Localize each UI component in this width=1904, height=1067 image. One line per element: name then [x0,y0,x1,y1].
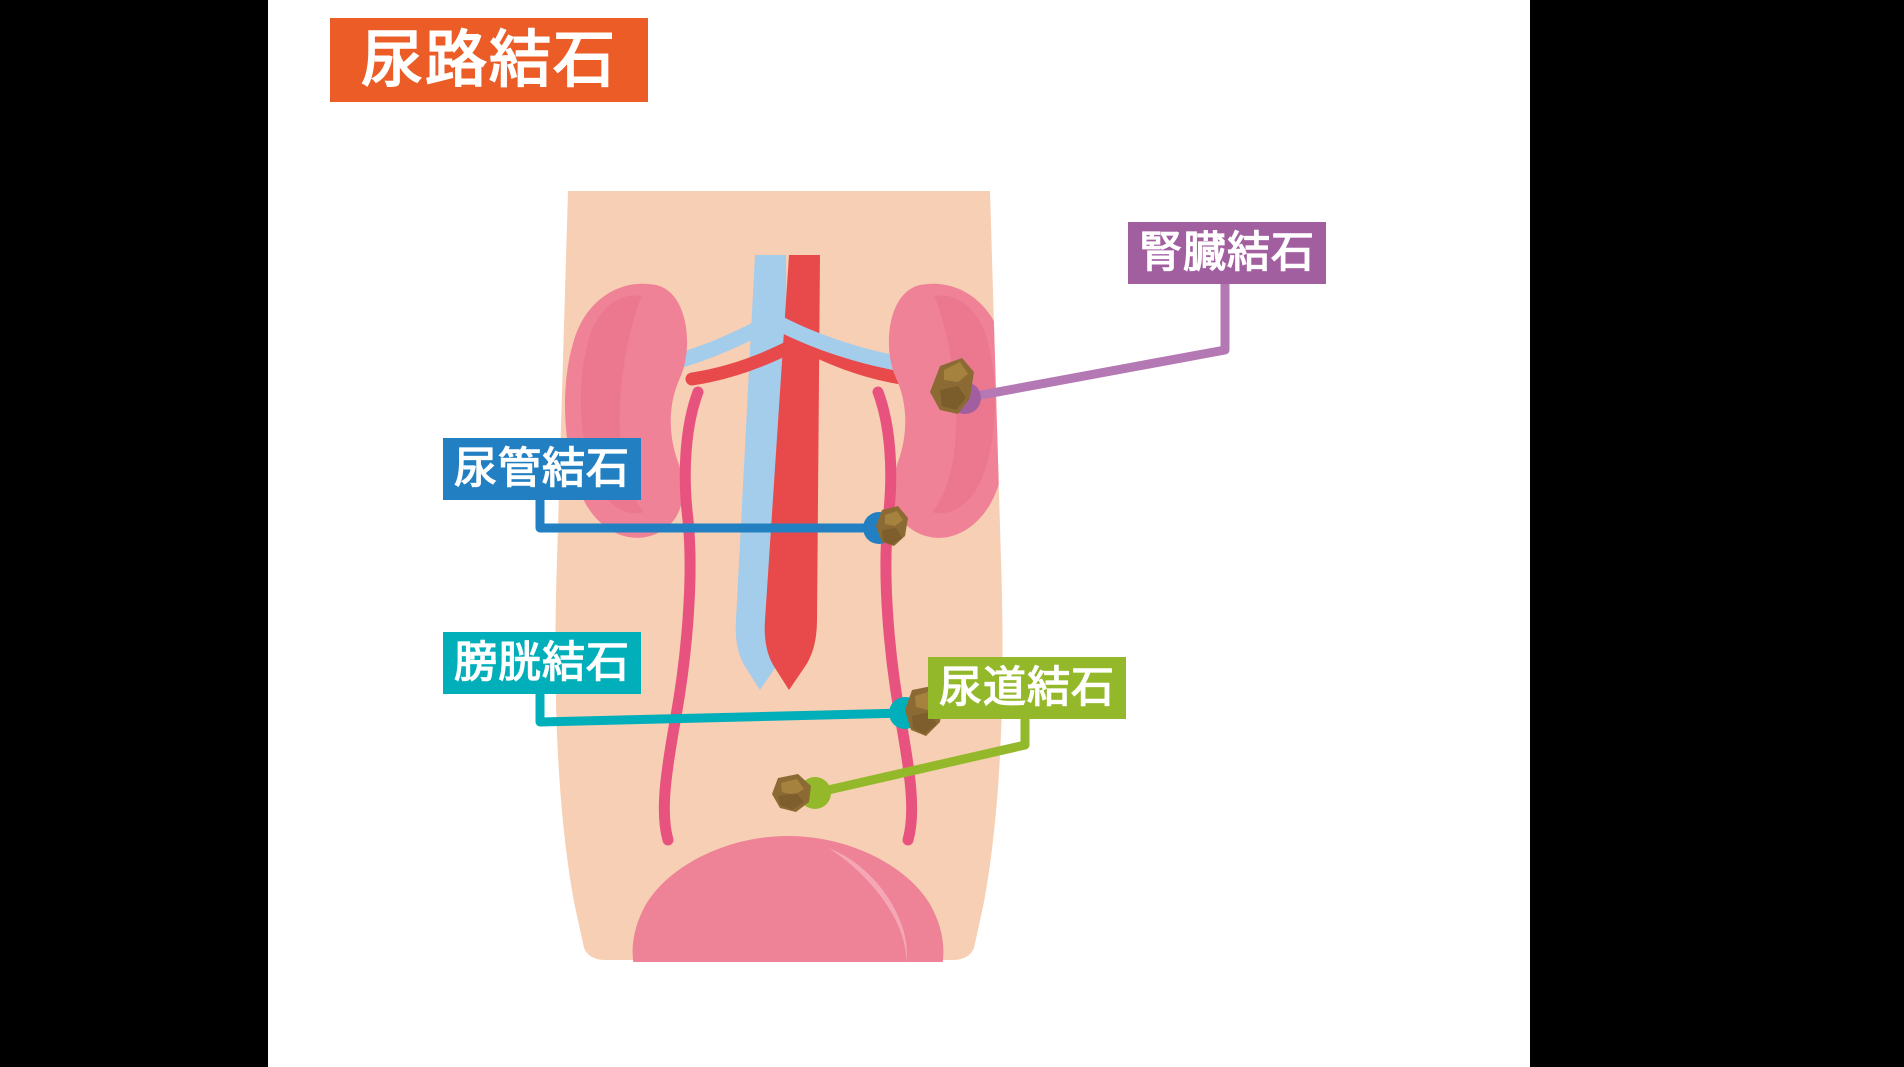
label-bladder-stone[interactable]: 膀胱結石 [443,632,641,694]
page-title: 尿路結石 [360,23,617,96]
label-kidney-stone[interactable]: 腎臓結石 [1128,222,1326,284]
letterbox-bar-left [0,0,268,1067]
ureter-stone-marker [876,506,908,546]
kidney-stone-marker [930,358,974,414]
urinary-tract-illustration [535,191,1230,962]
bladder [632,836,944,962]
label-urethra-stone-text: 尿道結石 [939,662,1115,713]
label-kidney-stone-text: 腎臓結石 [1139,227,1315,278]
label-ureter-stone-text: 尿管結石 [454,443,630,494]
letterbox-bar-right [1530,0,1904,1067]
label-bladder-stone-text: 膀胱結石 [454,637,630,688]
ureters [658,386,918,846]
label-urethra-stone[interactable]: 尿道結石 [928,657,1126,719]
illustration-canvas: 尿路結石 腎臓結石 尿管結石 膀胱結石 尿道結石 [268,0,1530,1067]
page-title-badge: 尿路結石 [330,18,648,102]
aorta [764,255,820,690]
label-ureter-stone[interactable]: 尿管結石 [443,438,641,500]
renal-arteries [685,335,915,386]
urethra-stone-marker [772,774,811,812]
